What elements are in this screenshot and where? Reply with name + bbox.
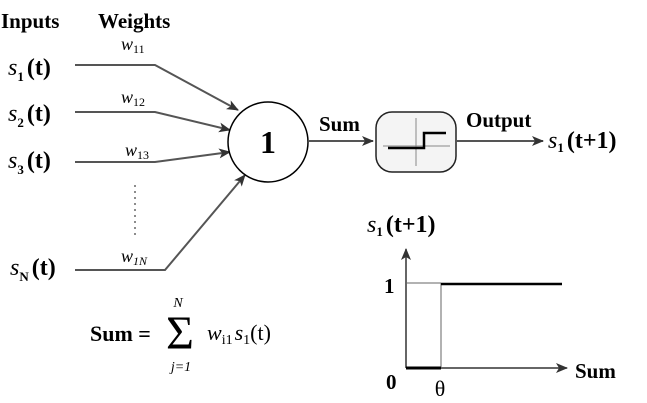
- input-2-sub: 2: [17, 115, 24, 130]
- sum-formula: Sum = N Σ j=1 wi1s1(t): [90, 296, 271, 375]
- input-3: s3(t) w13: [8, 140, 231, 177]
- weight-3-var: w: [125, 140, 137, 160]
- input-3-connection: [75, 148, 231, 163]
- input-2-arg: (t): [27, 101, 51, 127]
- formula-w-sub: i1: [222, 333, 233, 348]
- weight-n-sub: 1N: [133, 254, 148, 268]
- input-1-connection: [75, 64, 239, 111]
- weight-3-sub: 13: [137, 148, 149, 162]
- weight-n-var: w: [121, 246, 133, 266]
- plot-y-arg: (t+1): [386, 212, 436, 238]
- formula-lower-limit: j=1: [169, 360, 191, 375]
- output-var: s: [548, 128, 557, 154]
- formula-s: s: [235, 320, 244, 345]
- input-1-sub: 1: [17, 69, 24, 84]
- neuron-label: 1: [260, 124, 276, 160]
- input-n: sN(t) w1N: [10, 174, 246, 284]
- svg-text:w13: w13: [125, 140, 149, 162]
- input-2-connection: [75, 111, 231, 133]
- weight-1-var: w: [121, 34, 133, 54]
- input-2-var: s: [8, 101, 17, 127]
- input-1-var: s: [8, 55, 17, 81]
- weight-2-sub: 12: [133, 95, 145, 109]
- plot-y-var: s: [367, 212, 376, 238]
- plot-y-tick: 1: [384, 274, 395, 298]
- neuron-circle: [227, 101, 309, 183]
- plot-y-title: s1(t+1): [367, 212, 436, 239]
- input-1-arg: (t): [27, 55, 51, 81]
- input-3-sub: 3: [17, 162, 24, 177]
- svg-text:s1(t): s1(t): [8, 55, 51, 84]
- input-n-var: s: [10, 255, 19, 281]
- input-3-var: s: [8, 148, 17, 174]
- svg-text:wi1s1(t): wi1s1(t): [207, 320, 271, 348]
- plot-y-sub: 1: [376, 224, 383, 239]
- output-arg: (t+1): [567, 128, 617, 154]
- step-icon: [388, 131, 446, 150]
- weights-header: Weights: [98, 9, 170, 33]
- svg-text:sN(t): sN(t): [10, 255, 56, 284]
- weight-1-sub: 11: [133, 42, 145, 56]
- weight-2-var: w: [121, 87, 133, 107]
- step-function-block: [375, 111, 457, 173]
- input-3-arg: (t): [27, 148, 51, 174]
- formula-arg: (t): [250, 320, 271, 345]
- plot-x-label: Sum: [575, 359, 616, 383]
- output-label: Output: [466, 108, 531, 132]
- svg-text:w1N: w1N: [121, 246, 148, 268]
- input-n-sub: N: [19, 269, 29, 284]
- svg-text:s2(t): s2(t): [8, 101, 51, 130]
- output-value: s1(t+1): [548, 128, 617, 155]
- formula-upper-limit: N: [172, 296, 183, 311]
- sum-label: Sum: [319, 112, 360, 136]
- inputs-header: Inputs: [1, 9, 59, 33]
- svg-text:w11: w11: [121, 34, 145, 56]
- step-plot: s1(t+1) 1 0 θ Sum: [367, 212, 616, 401]
- input-1: s1(t) w11: [8, 34, 239, 111]
- formula-lhs: Sum =: [90, 321, 151, 346]
- formula-w: w: [207, 320, 222, 345]
- plot-threshold-label: θ: [435, 376, 446, 401]
- output-sub: 1: [557, 140, 564, 155]
- formula-sigma: Σ: [166, 307, 194, 360]
- formula-s-sub: 1: [243, 333, 250, 348]
- svg-text:s3(t): s3(t): [8, 148, 51, 177]
- input-n-arg: (t): [32, 255, 56, 281]
- input-2: s2(t) w12: [8, 87, 231, 133]
- svg-text:w12: w12: [121, 87, 145, 109]
- plot-origin: 0: [386, 370, 397, 394]
- input-n-connection: [75, 174, 246, 271]
